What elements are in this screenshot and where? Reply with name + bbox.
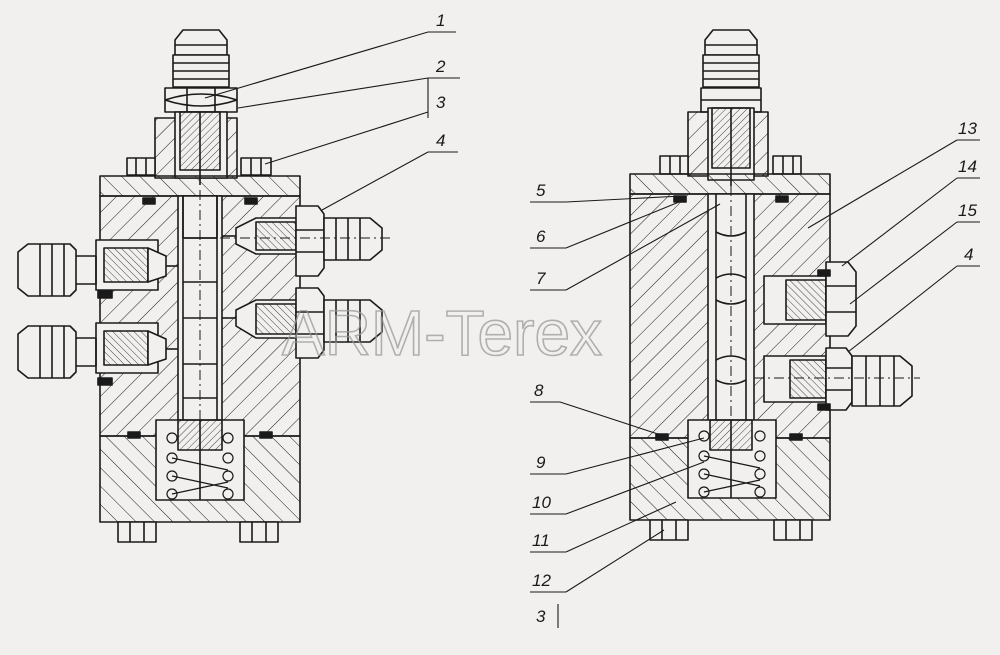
- callout-10: 10: [532, 493, 551, 512]
- callout-3: 3: [436, 93, 446, 112]
- watermark: ARM-Terex: [282, 297, 602, 369]
- callout-4-right: 4: [964, 245, 973, 264]
- callout-8: 8: [534, 381, 544, 400]
- right-fitting-upper: [200, 205, 390, 277]
- callout-2: 2: [435, 57, 446, 76]
- top-fitting-left: [164, 29, 238, 113]
- callout-labels: 1 2 3 4 5 6 7 8 9 10 11 12 3 13 14 15 4: [435, 11, 977, 626]
- left-fitting-upper: [17, 239, 178, 299]
- base-left: [99, 419, 301, 543]
- cover-plate-right: [629, 173, 831, 195]
- side-fitting-right: [754, 347, 920, 411]
- callout-13: 13: [958, 119, 977, 138]
- top-fitting-right: [700, 29, 762, 113]
- callout-9: 9: [536, 453, 546, 472]
- callout-7: 7: [536, 269, 546, 288]
- left-section-view: [17, 29, 390, 543]
- callout-14: 14: [958, 157, 977, 176]
- leader-lines: [204, 31, 980, 628]
- right-section-view: [629, 29, 920, 541]
- callout-12: 12: [532, 571, 551, 590]
- callout-3-bottom: 3: [536, 607, 546, 626]
- callout-1: 1: [436, 11, 445, 30]
- body-right: [629, 186, 831, 441]
- right-fitting-lower: [222, 287, 383, 359]
- left-fitting-lower: [17, 322, 178, 386]
- plug-fitting-right: [763, 261, 857, 337]
- callout-5: 5: [536, 181, 546, 200]
- spring-left: [166, 432, 234, 500]
- callout-6: 6: [536, 227, 546, 246]
- spring-right: [698, 430, 766, 498]
- callout-11: 11: [532, 531, 550, 550]
- callout-15: 15: [958, 201, 977, 220]
- callout-4: 4: [436, 131, 445, 150]
- base-right: [629, 419, 831, 541]
